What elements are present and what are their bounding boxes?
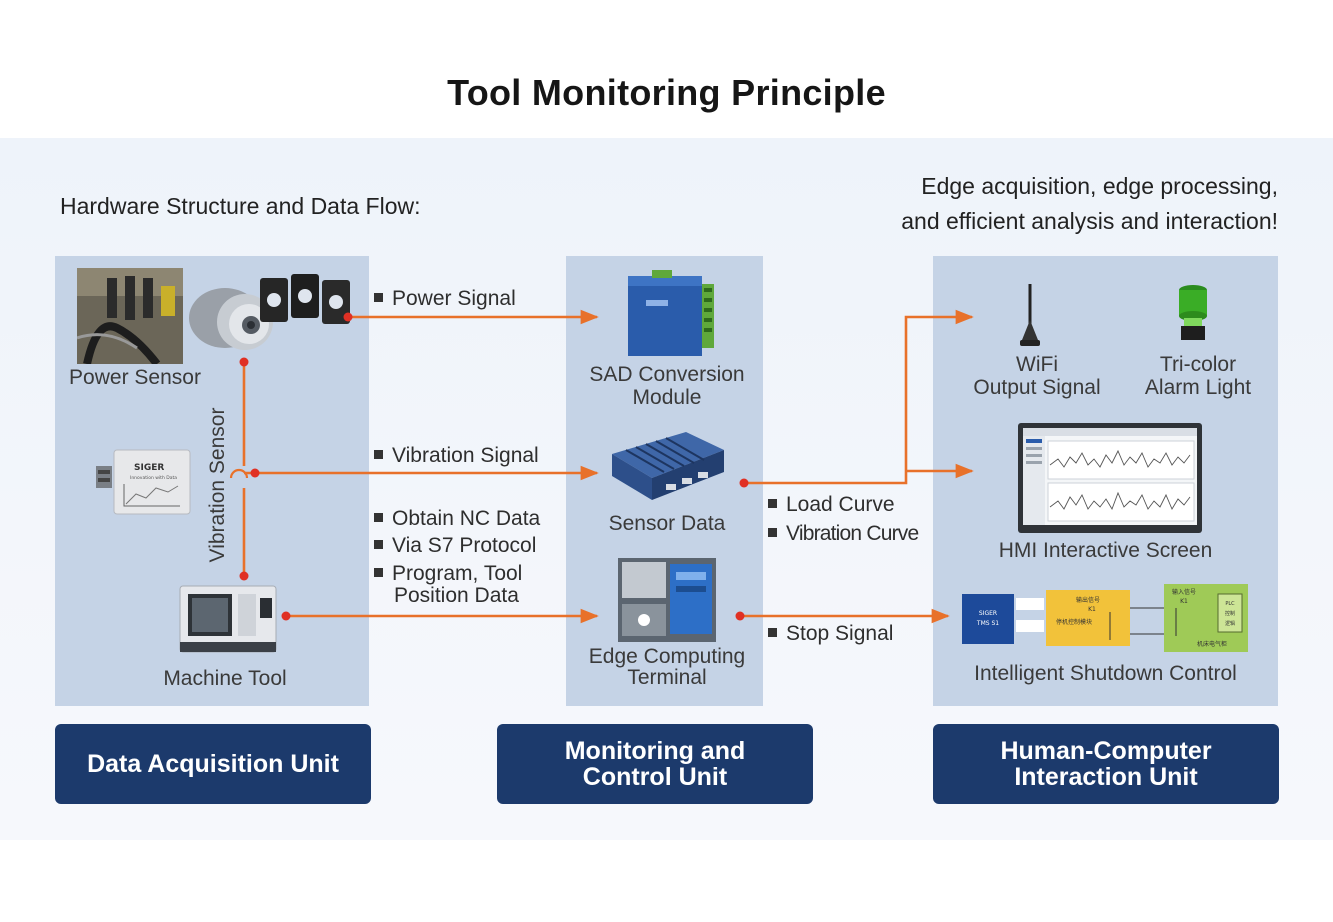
sensor-data-dot	[739, 478, 749, 488]
shutdown-plc-1: PLC	[1225, 601, 1235, 607]
bullet-icon	[768, 528, 777, 537]
bullet-icon	[374, 540, 383, 549]
sad-module-label-2: Module	[632, 386, 702, 409]
machine-tool-photo	[179, 585, 277, 653]
shutdown-device-model: TMS S1	[976, 620, 999, 627]
nc-line-2: Via S7 Protocol	[374, 534, 536, 558]
alarm-light-label-2: Alarm Light	[1144, 376, 1252, 399]
nc-line-4: Position Data	[394, 584, 519, 607]
wifi-antenna-icon	[1020, 284, 1040, 346]
monitoring-unit-label-1: Monitoring and	[564, 737, 746, 765]
hmi-label: HMI Interactive Screen	[998, 539, 1213, 562]
bullet-icon	[374, 568, 383, 577]
spindle-dot	[239, 357, 249, 367]
tagline-line-2: and efficient analysis and interaction!	[901, 208, 1278, 234]
vibration-signal-dot	[250, 468, 260, 478]
machine-tool-dot	[281, 611, 291, 621]
human-computer-interaction-unit: Human-Computer Interaction Unit	[933, 724, 1279, 804]
data-acquisition-unit-label: Data Acquisition Unit	[87, 750, 339, 778]
subtitle: Hardware Structure and Data Flow:	[60, 193, 421, 219]
edge-terminal-label-2: Terminal	[627, 666, 707, 689]
tagline-line-1: Edge acquisition, edge processing,	[921, 173, 1278, 199]
monitoring-control-unit: Monitoring and Control Unit	[497, 724, 813, 804]
wifi-label-2: Output Signal	[973, 376, 1101, 399]
bullet-icon	[768, 628, 777, 637]
tri-color-alarm-light-icon	[1179, 285, 1207, 340]
data-acquisition-unit: Data Acquisition Unit	[55, 724, 371, 804]
sad-module-photo	[628, 270, 714, 356]
spindle-photo	[189, 288, 273, 350]
bullet-icon	[768, 499, 777, 508]
shutdown-cabinet-label: 机床电气柜	[1197, 640, 1227, 648]
vibration-signal-label: Vibration Signal	[374, 444, 539, 468]
shutdown-output-sub: K1	[1088, 606, 1096, 613]
sensor-data-label: Sensor Data	[608, 512, 726, 535]
load-curve-label: Load Curve	[768, 493, 895, 517]
vibration-device-brand: SIGER	[134, 463, 164, 473]
shutdown-module-label: 停机控制模块	[1056, 618, 1092, 626]
sad-module-label-1: SAD Conversion	[589, 363, 745, 386]
power-signal-label: Power Signal	[374, 287, 516, 311]
nc-line-3: Program, Tool	[374, 562, 522, 586]
power-sensor-photo	[77, 268, 183, 364]
power-sensor-label: Power Sensor	[69, 366, 201, 389]
stop-signal-label: Stop Signal	[768, 622, 893, 646]
hci-unit-label-2: Interaction Unit	[1014, 763, 1198, 791]
bullet-icon	[374, 513, 383, 522]
shutdown-label: Intelligent Shutdown Control	[974, 662, 1237, 685]
hci-unit-label-1: Human-Computer	[1000, 737, 1212, 765]
hmi-screen-photo	[1018, 423, 1202, 533]
monitoring-unit-label-2: Control Unit	[582, 763, 728, 791]
bullet-icon	[374, 293, 383, 302]
vibration-device-tagline: Innovation with Data	[130, 475, 177, 481]
machine-tool-label: Machine Tool	[163, 667, 287, 690]
vibration-sensor-line-hop	[229, 468, 249, 479]
shutdown-plc-2: 控制	[1225, 610, 1235, 617]
bullet-icon	[374, 450, 383, 459]
shutdown-plc-3: 逻辑	[1225, 620, 1235, 627]
power-signal-dot	[343, 312, 353, 322]
current-transformers-photo	[260, 274, 350, 324]
shutdown-output-title: 输出信号	[1076, 596, 1100, 604]
machine-tool-top-dot	[239, 571, 249, 581]
shutdown-device-brand: SIGER	[979, 610, 997, 617]
wifi-label-1: WiFi	[1016, 353, 1058, 376]
curve-to-alarm-arrow	[744, 309, 974, 485]
edge-terminal-dot	[735, 611, 745, 621]
alarm-light-label-1: Tri-color	[1159, 353, 1237, 376]
sensor-data-device-photo	[612, 432, 724, 500]
vibration-sensor-device: SIGER Innovation with Data	[96, 449, 191, 515]
page-title: Tool Monitoring Principle	[447, 72, 886, 113]
edge-terminal-label-1: Edge Computing	[588, 645, 746, 668]
shutdown-control-diagram: SIGER TMS S1 输出信号 K1 停机控制模块 输入信号 K1 PLC …	[962, 584, 1248, 652]
nc-line-1: Obtain NC Data	[374, 507, 540, 531]
shutdown-input-title: 输入信号	[1172, 588, 1196, 596]
shutdown-input-sub: K1	[1180, 598, 1188, 605]
edge-terminal-photo	[618, 558, 716, 642]
vibration-curve-label: Vibration Curve	[768, 522, 919, 546]
